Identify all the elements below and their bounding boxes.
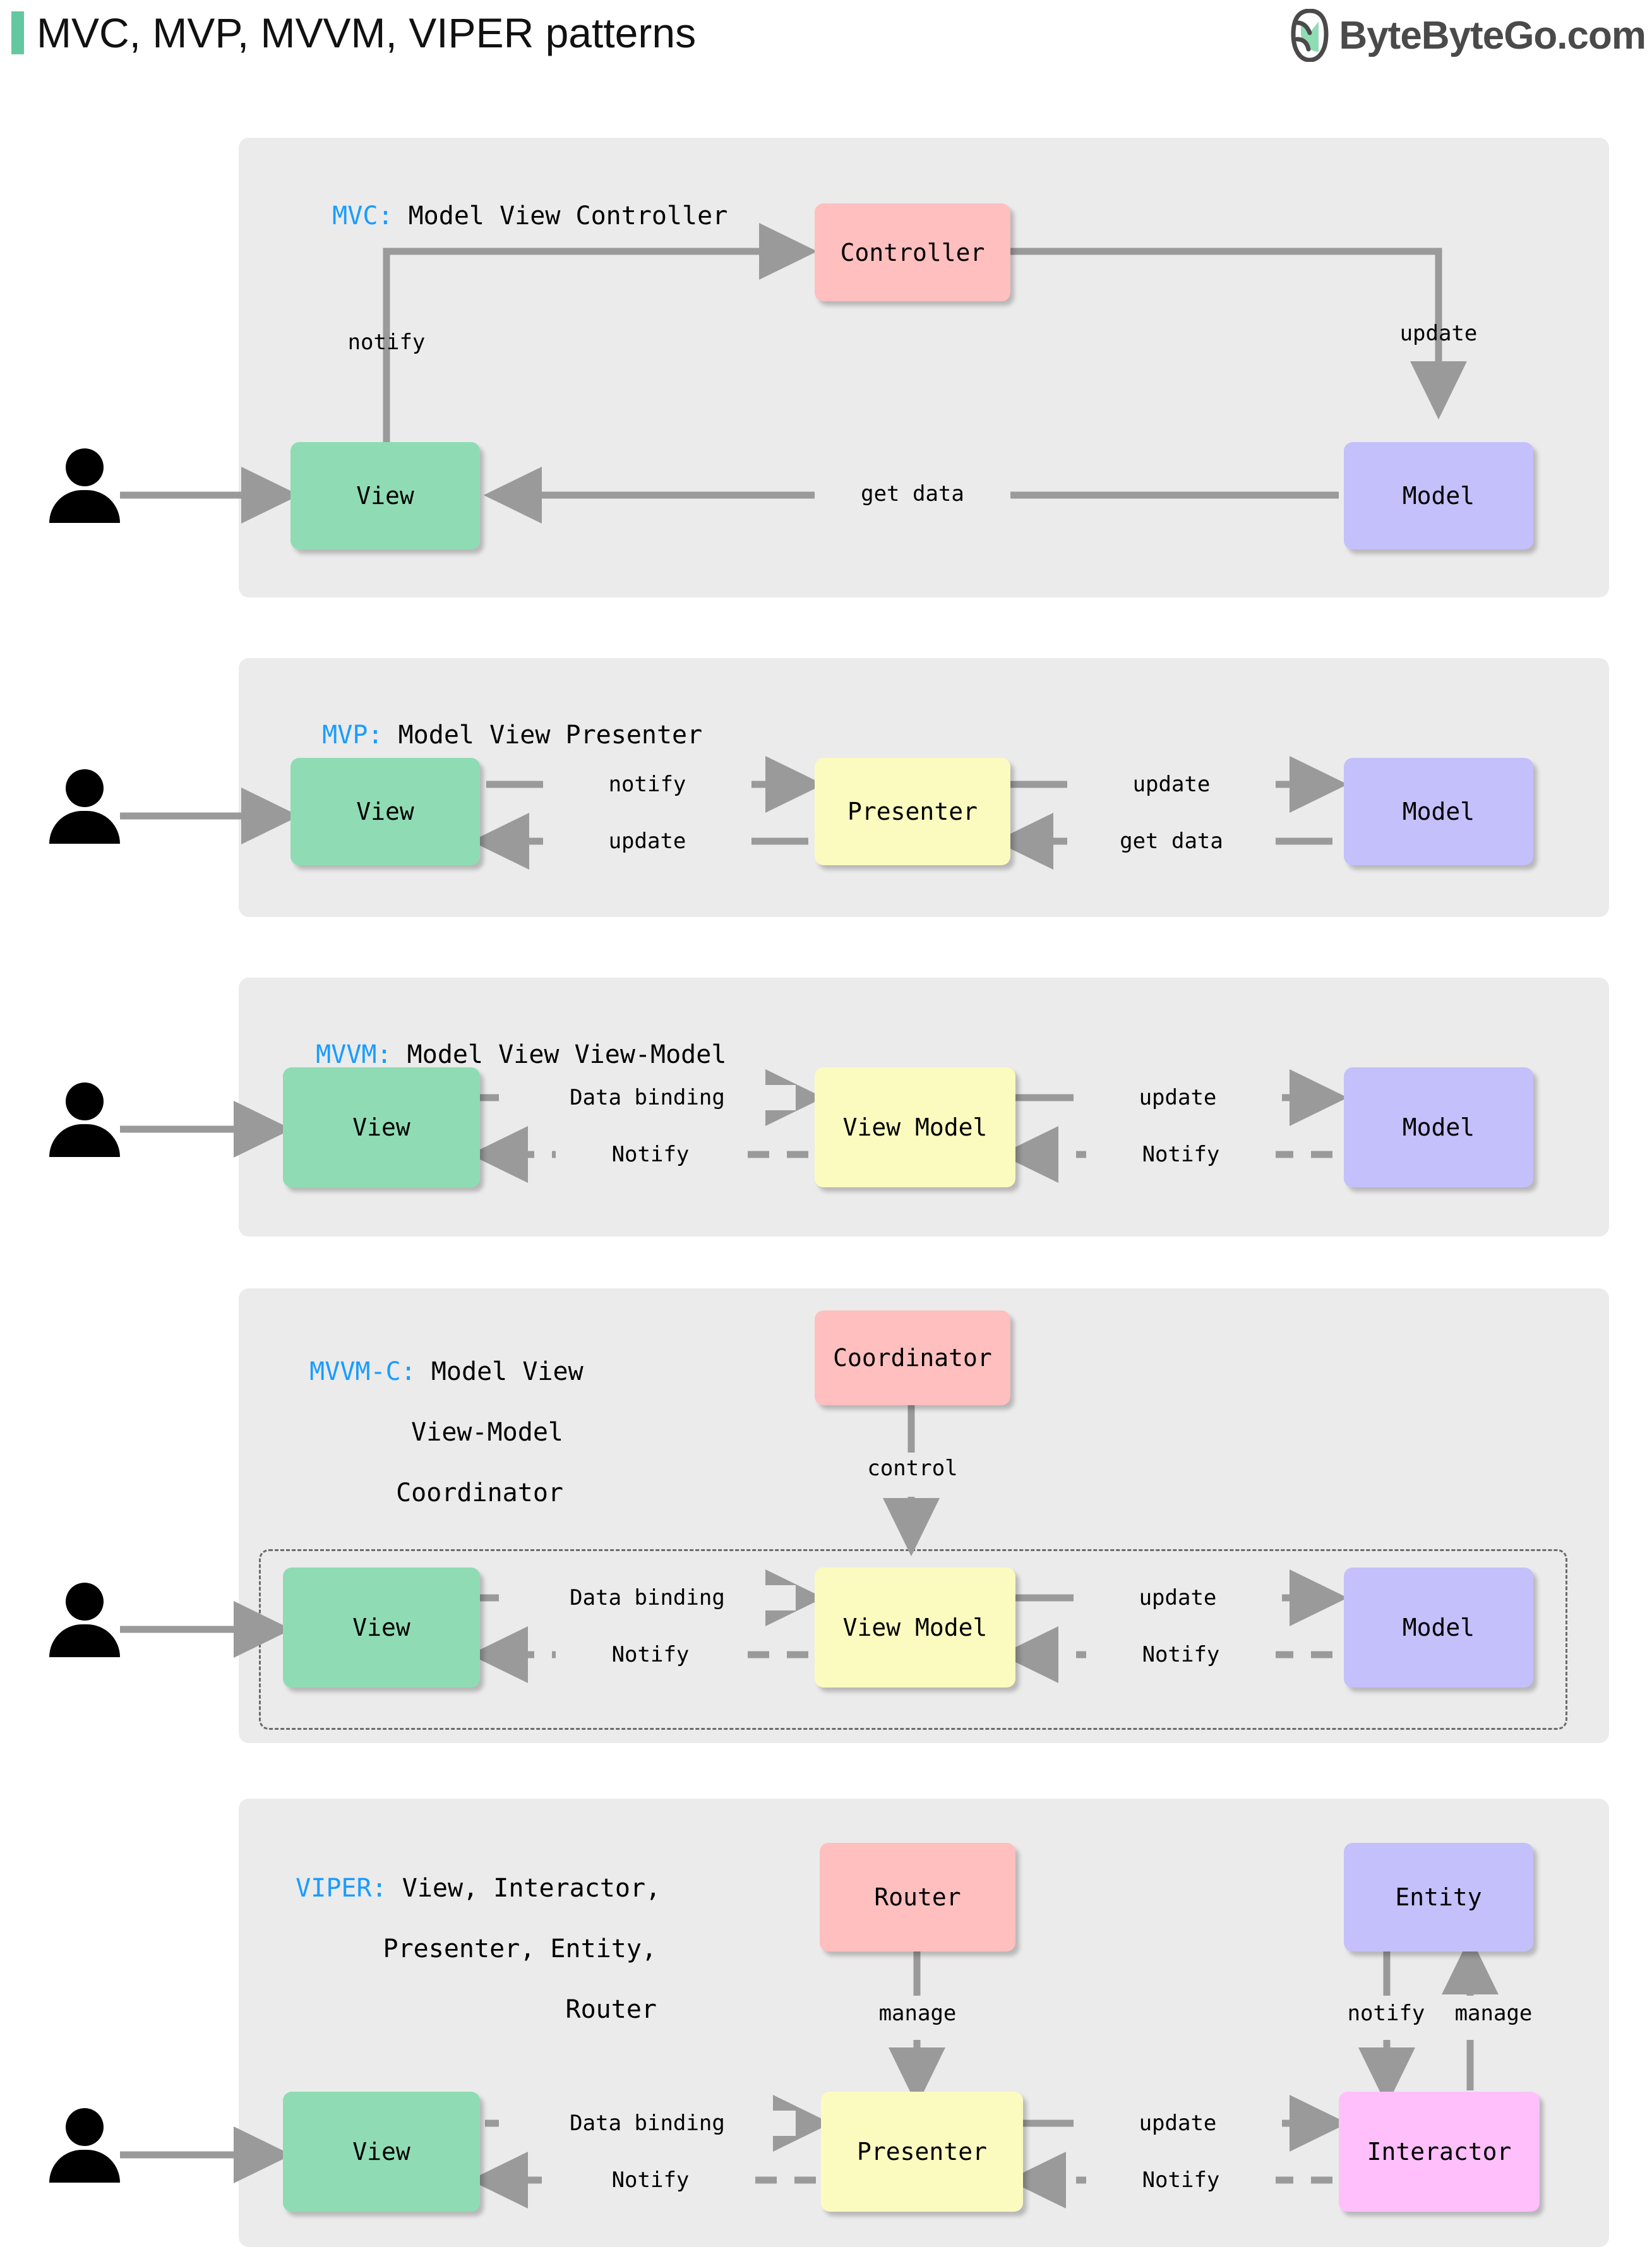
panel-subtitle-viper-l3: Router [565,1995,657,2024]
node-mvp-presenter[interactable]: Presenter [815,758,1010,865]
node-viper-router[interactable]: Router [820,1843,1015,1951]
panel-subtitle-viper-l1: View, Interactor, [386,1874,661,1903]
node-mvvmc-view[interactable]: View [283,1568,480,1688]
node-mvvmc-viewmodel[interactable]: View Model [815,1568,1015,1688]
node-viper-interactor[interactable]: Interactor [1339,2092,1540,2212]
edge-label-viper-notify-entity: notify [1347,2001,1425,2026]
user-actor-mvvmc [49,1583,120,1657]
panel-subtitle-mvvmc-l1: Model View [416,1357,584,1386]
edge-label-mvvmc-update: update [1074,1585,1282,1610]
panel-subtitle-mvp: Model View Presenter [383,721,703,750]
node-mvp-view[interactable]: View [290,758,480,865]
panel-subtitle-mvvm: Model View View-Model [392,1040,727,1069]
node-mvvmc-model[interactable]: Model [1344,1568,1533,1688]
bytebytego-leaf-logo-icon [1290,8,1330,63]
edge-label-mvp-update-2: update [543,829,751,854]
user-head-icon [66,1583,104,1621]
user-body-icon [49,1624,120,1657]
panel-keyword-mvvmc: MVVM-C: [309,1357,416,1386]
node-viper-view[interactable]: View [283,2092,480,2212]
user-actor-viper [49,2108,120,2183]
panel-title-mvp: MVP: Model View Presenter [292,690,702,750]
node-viper-presenter[interactable]: Presenter [821,2092,1023,2212]
edge-label-mvp-get-data: get data [1067,829,1276,854]
edge-label-mvvm-data-binding: Data binding [499,1085,796,1110]
edge-label-mvvmc-control: control [867,1456,958,1481]
user-actor-mvvm [49,1082,120,1157]
edge-label-mvvmc-data-binding: Data binding [499,1585,796,1610]
edge-label-viper-manage-entity: manage [1454,2001,1533,2026]
panel-subtitle-mvc: Model View Controller [393,201,728,231]
panel-keyword-viper: VIPER: [296,1874,387,1903]
brand-name: ByteByteGo.com [1339,13,1646,57]
user-head-icon [66,769,104,807]
panel-title-mvc: MVC: Model View Controller [302,171,727,231]
edge-label-viper-notify-1: Notify [1086,2167,1276,2193]
user-head-icon [66,1082,104,1120]
node-mvc-model[interactable]: Model [1344,442,1533,549]
title-accent-bar [11,11,24,54]
node-mvp-model[interactable]: Model [1344,758,1533,865]
node-mvc-view[interactable]: View [290,442,480,549]
edge-label-mvvm-update: update [1074,1085,1282,1110]
user-body-icon [49,2150,120,2183]
node-viper-entity[interactable]: Entity [1344,1843,1533,1951]
node-mvvmc-coordinator[interactable]: Coordinator [815,1310,1010,1405]
edge-label-mvc-update: update [1399,321,1478,346]
edge-label-mvvm-notify-2: Notify [556,1142,745,1167]
brand-logo: ByteByteGo.com [1290,8,1646,63]
user-head-icon [66,448,104,486]
edge-label-mvvmc-notify-2: Notify [556,1642,745,1667]
node-mvvm-viewmodel[interactable]: View Model [815,1067,1015,1187]
edge-label-mvvm-notify-1: Notify [1086,1142,1276,1167]
node-mvvm-model[interactable]: Model [1344,1067,1533,1187]
node-mvc-controller[interactable]: Controller [815,203,1010,301]
edge-label-mvp-update-1: update [1067,772,1276,797]
user-head-icon [66,2108,104,2146]
page-title: MVC, MVP, MVVM, VIPER patterns [37,9,697,56]
panel-keyword-mvc: MVC: [332,201,393,231]
node-mvvm-view[interactable]: View [283,1067,480,1187]
edge-label-mvc-get-data: get data [815,481,1010,507]
panel-keyword-mvp: MVP: [322,721,383,750]
user-body-icon [49,1124,120,1157]
panel-keyword-mvvm: MVVM: [316,1040,392,1069]
edge-label-viper-update: update [1074,2111,1282,2136]
panel-title-mvvmc: MVVM-C: Model View View-Model Coordinato… [279,1326,583,1508]
panel-subtitle-viper-l2: Presenter, Entity, [383,1934,657,1963]
user-body-icon [49,490,120,523]
panel-title-viper: VIPER: View, Interactor, Presenter, Enti… [265,1843,661,2025]
edge-label-mvc-notify: notify [347,330,426,355]
edge-label-viper-manage-router: manage [878,2001,957,2026]
user-actor-mvc [49,448,120,523]
user-actor-mvp [49,769,120,844]
edge-label-viper-notify-2: Notify [556,2167,745,2193]
page-header: MVC, MVP, MVVM, VIPER patterns ByteByteG… [0,0,1652,82]
edge-label-viper-data-binding: Data binding [499,2111,796,2136]
edge-label-mvvmc-notify-1: Notify [1086,1642,1276,1667]
panel-subtitle-mvvmc-l2: View-Model [411,1418,563,1447]
user-body-icon [49,811,120,844]
panel-subtitle-mvvmc-l3: Coordinator [396,1478,563,1508]
edge-label-mvp-notify: notify [543,772,751,797]
panel-title-mvvm: MVVM: Model View View-Model [285,1009,726,1070]
